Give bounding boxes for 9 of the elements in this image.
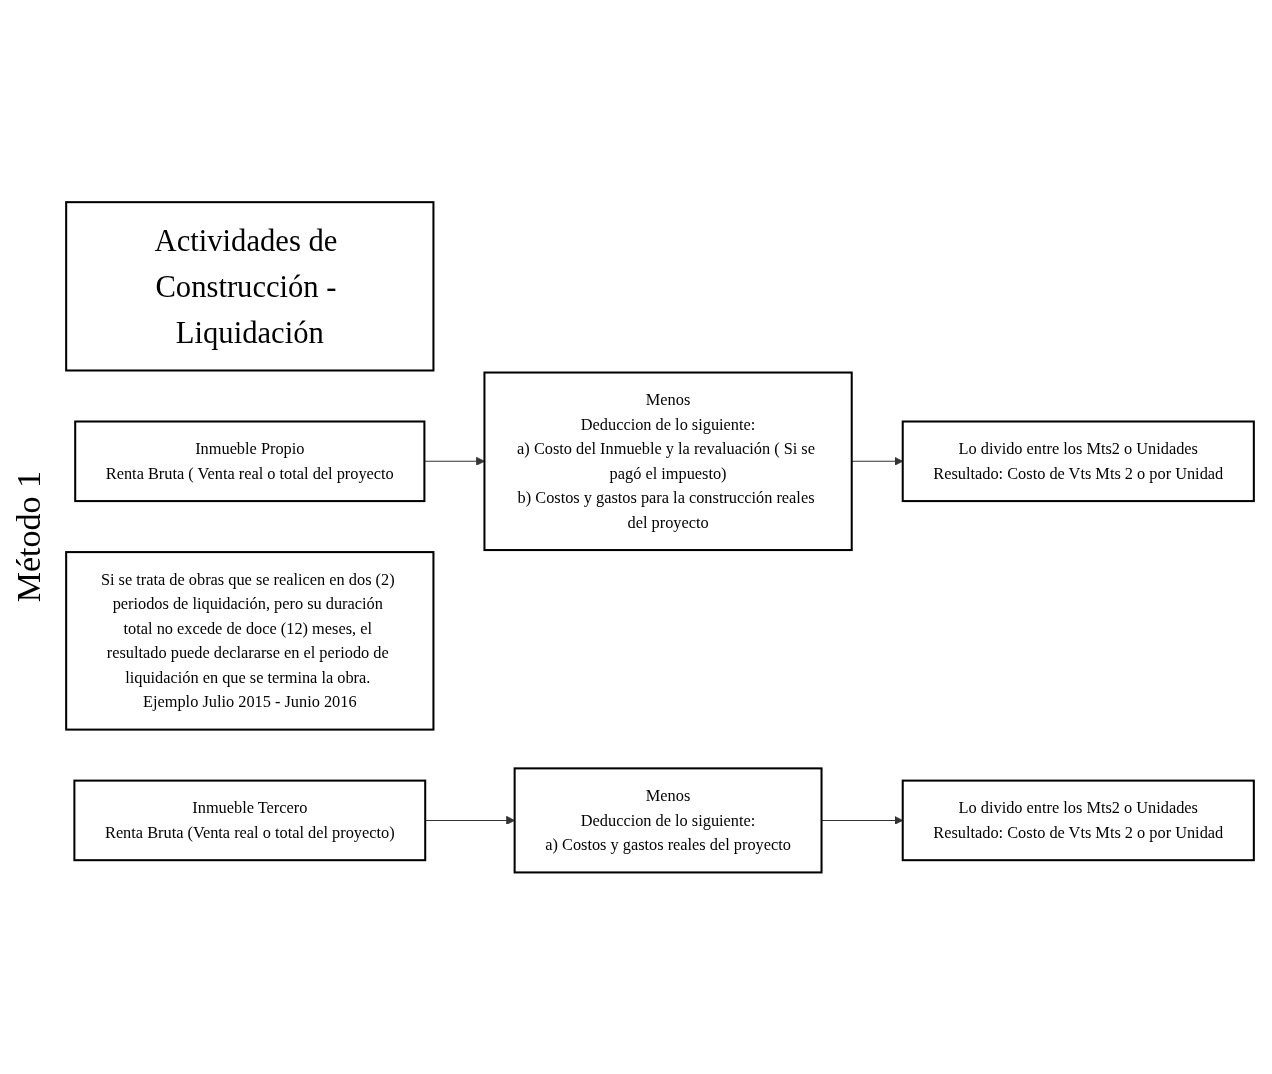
node-box: Inmueble Propio Renta Bruta ( Venta real o total del proyecto <box>74 420 426 502</box>
node-box: Si se trata de obras que se realicen en dos (2) periodos de liquidación, pero su duración total no excede de doce (12) meses, el resultado puede declararse en el periodo de liquidación en que se termina la obra. Ejemplo Julio 2015 - Junio 2016 <box>65 550 435 731</box>
node-box: Menos Deduccion de lo siguiente: a) Costos y gastos reales del proyecto <box>513 767 823 874</box>
side-label: Método 1 <box>10 471 48 603</box>
node-box: Actividades de Construcción - Liquidación <box>65 200 435 372</box>
node-box: Lo divido entre los Mts2 o Unidades Resultado: Costo de Vts Mts 2 o por Unidad <box>901 420 1255 502</box>
node-box: Lo divido entre los Mts2 o Unidades Resultado: Costo de Vts Mts 2 o por Unidad <box>901 779 1255 861</box>
node-box: Menos Deduccion de lo siguiente: a) Costo del Inmueble y la revaluación ( Si se pagó el impuesto) b) Costos y gastos para la construcción reales del proyecto <box>483 371 853 551</box>
node-box: Inmueble Tercero Renta Bruta (Venta real o total del proyecto) <box>73 779 427 861</box>
